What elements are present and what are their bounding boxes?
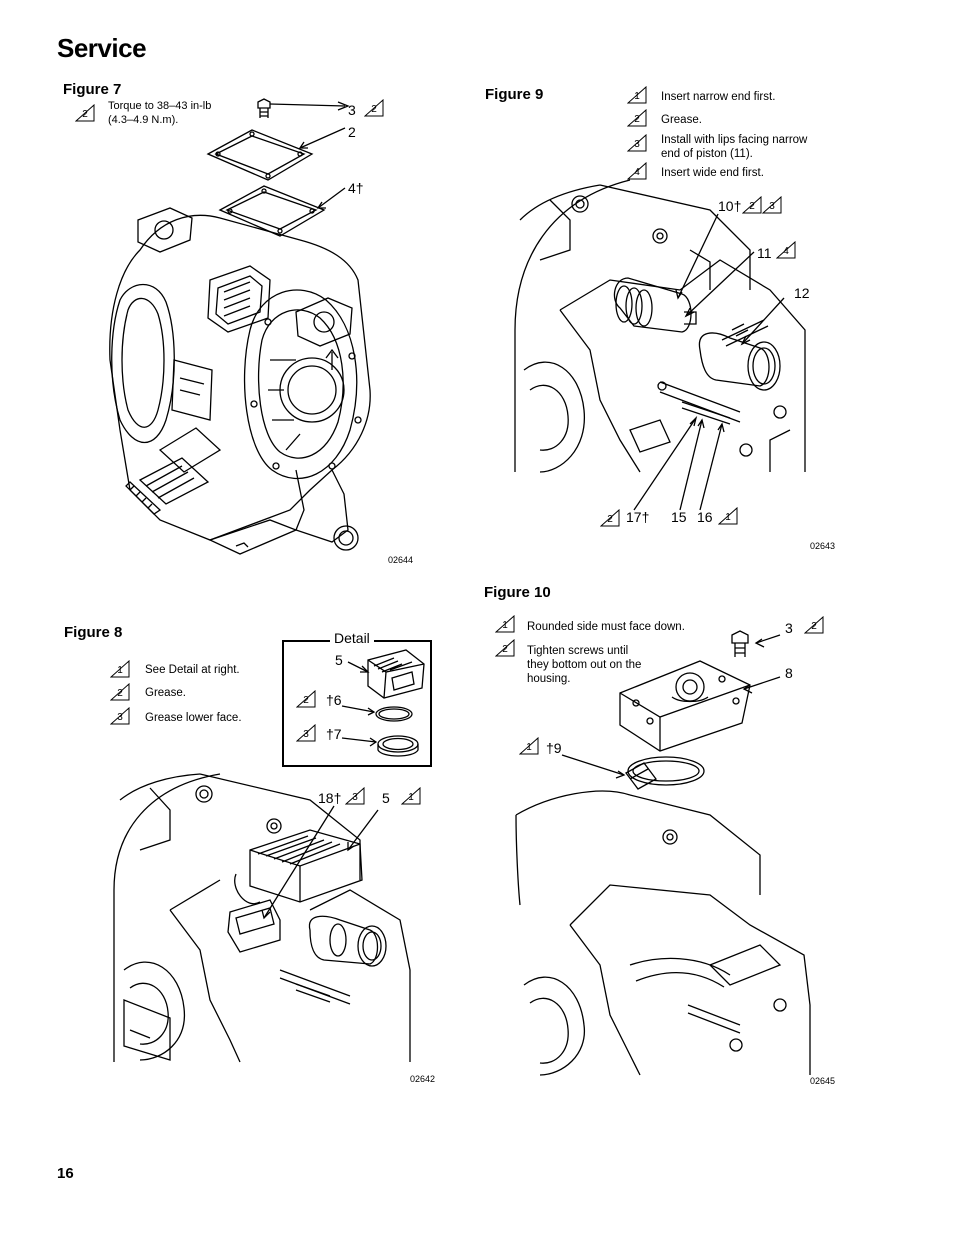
piston-assembly-illustration [510,180,815,475]
callout-16: 16 [697,509,713,525]
callout-badge-icon: 2 [364,99,384,117]
callout-badge-icon: 2 [600,509,620,527]
figure-9-note-1: Insert narrow end first. [661,91,776,103]
callout-badge-icon: 2 [742,196,762,214]
callout-18: 18† [318,790,342,806]
callout-badge-icon: 3 [296,724,316,742]
detail-callout-5: 5 [335,652,343,668]
figure-7-title: Figure 7 [63,81,122,98]
figure-9-code: 02643 [810,541,836,551]
detail-label: Detail [330,630,374,646]
figure-9-title: Figure 9 [485,86,544,103]
figure-10-note-2: Tighten screws until they bottom out on … [527,645,642,685]
figure-8-note-1: See Detail at right. [145,664,240,676]
page-number: 16 [57,1165,74,1182]
callout-badge-icon: 1 [718,507,738,525]
callout-2: 2 [348,124,356,140]
callout-10: 10† [718,198,742,214]
callout-11: 11 [757,245,772,261]
figure-10-note-1: Rounded side must face down. [527,621,685,633]
valve-block-illustration [110,770,425,1065]
note-badge-icon: 2 [75,104,95,122]
callout-badge-icon: 3 [762,196,782,214]
note-badge-icon: 1 [627,86,647,104]
note-badge-icon: 1 [110,660,130,678]
callout-badge-icon: 4 [776,241,796,259]
figure-8-code: 02642 [410,1074,436,1084]
note-badge-icon: 2 [110,683,130,701]
figure-10-code: 02645 [810,1076,836,1086]
callout-8: 8 [785,665,793,681]
callout-3: 3 [348,102,356,118]
note-badge-icon: 3 [110,707,130,725]
detail-parts-illustration [282,640,432,767]
figure-9-note-2: Grease. [661,114,702,126]
detail-callout-6: †6 [326,692,342,708]
callout-15: 15 [671,509,687,525]
figure-7-note: Torque to 38–43 in-lb (4.3–4.9 N.m). [108,100,212,126]
figure-10-title: Figure 10 [484,584,551,601]
callout-12: 12 [794,285,810,301]
callout-17: 17† [626,509,650,525]
callout-4: 4† [348,180,364,196]
note-badge-icon: 1 [495,615,515,633]
callout-3: 3 [785,620,793,636]
figure-9-note-4: Insert wide end first. [661,167,764,179]
callout-badge-icon: 3 [345,787,365,805]
callout-badge-icon: 1 [401,787,421,805]
callout-badge-icon: 1 [519,737,539,755]
callout-9: †9 [546,740,562,756]
note-badge-icon: 2 [627,109,647,127]
callout-5: 5 [382,790,390,806]
note-badge-icon: 3 [627,134,647,152]
figure-8-title: Figure 8 [64,624,123,641]
valve-plate-illustration [510,625,815,1077]
figure-9-note-3: Install with lips facing narrow end of p… [661,134,808,160]
callout-badge-icon: 2 [296,690,316,708]
note-badge-icon: 2 [495,639,515,657]
figure-7-code: 02644 [388,555,414,565]
pump-exploded-illustration [100,90,420,570]
note-badge-icon: 4 [627,162,647,180]
figure-8-note-2: Grease. [145,687,186,699]
figure-8-note-3: Grease lower face. [145,712,242,724]
page-title: Service [57,33,147,63]
detail-callout-7: †7 [326,726,342,742]
callout-badge-icon: 2 [804,616,824,634]
